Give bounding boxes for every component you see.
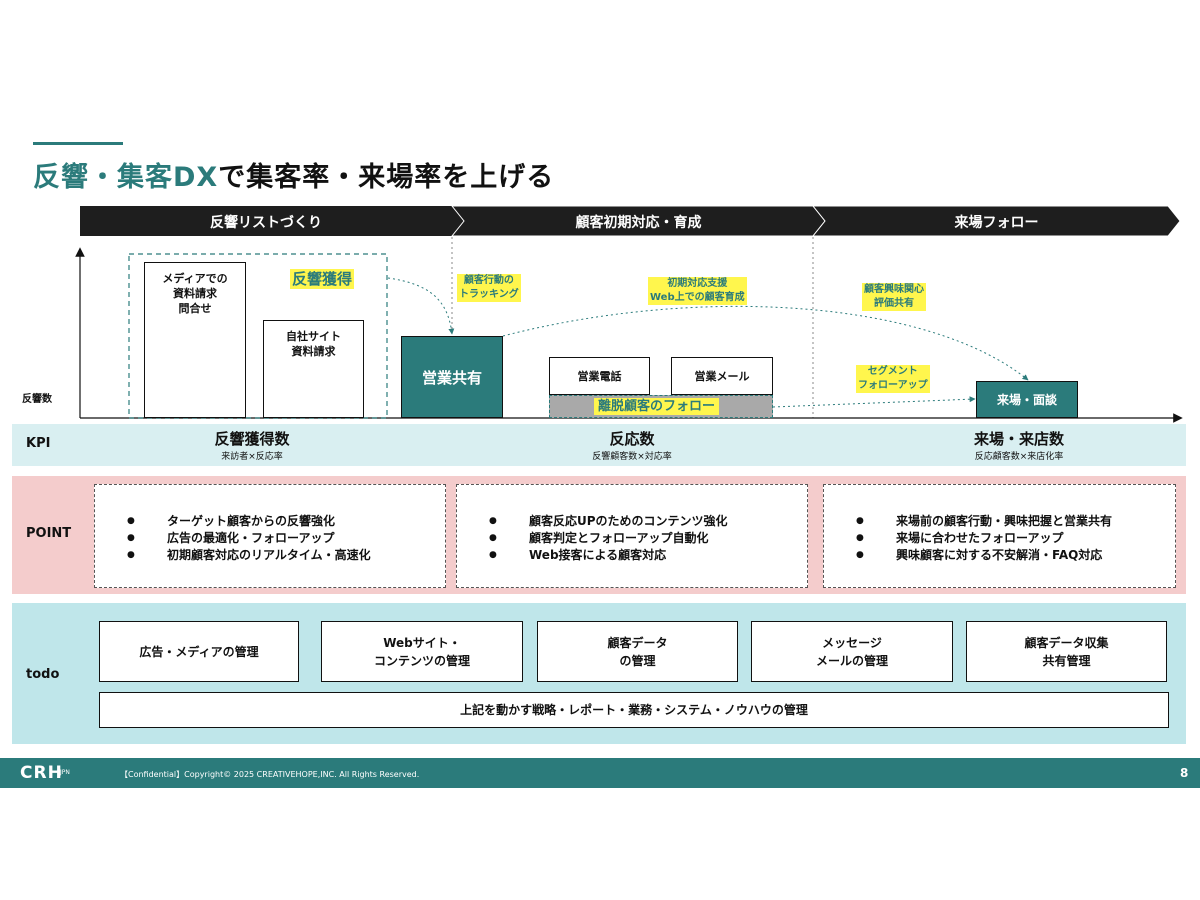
phase-label-2: 顧客初期対応・育成 xyxy=(575,215,702,231)
kpi-sub: 反響顧客数×対応率 xyxy=(592,452,672,462)
page-number: 8 xyxy=(1180,766,1189,780)
point-item: 顧客反応UPのためのコンテンツ強化 xyxy=(489,513,728,530)
point-box-2: 顧客反応UPのためのコンテンツ強化 顧客判定とフォローアップ自動化 Web接客に… xyxy=(456,484,808,588)
kpi-title: 反響獲得数 xyxy=(214,430,290,448)
point-item: 来場に合わせたフォローアップ xyxy=(856,530,1112,547)
todo-item-website: Webサイト・ コンテンツの管理 xyxy=(321,621,523,682)
todo-bottom-bar: 上記を動かす戦略・レポート・業務・システム・ノウハウの管理 xyxy=(99,692,1169,728)
footer-logo: CRH xyxy=(20,763,63,783)
connector-response-to-sales xyxy=(387,277,455,335)
point-item: 顧客判定とフォローアップ自動化 xyxy=(489,530,728,547)
kpi-sub: 反応顧客数×来店化率 xyxy=(974,452,1064,462)
point-box-1: ターゲット顧客からの反響強化 広告の最適化・フォローアップ 初期顧客対応のリアル… xyxy=(94,484,446,588)
todo-item-message-mail: メッセージ メールの管理 xyxy=(751,621,953,682)
y-axis-label: 反響数 xyxy=(22,394,52,405)
point-item: 興味顧客に対する不安解消・FAQ対応 xyxy=(856,547,1112,564)
flow-diagram xyxy=(75,205,1183,423)
connector-sales-to-visit xyxy=(502,305,1029,381)
connector-churn-to-visit xyxy=(772,396,976,408)
footer-logo-sub: JPN xyxy=(60,769,70,776)
phase-label-3: 来場フォロー xyxy=(954,215,1039,231)
point-label: POINT xyxy=(26,526,72,541)
point-item: 初期顧客対応のリアルタイム・高速化 xyxy=(127,547,371,564)
phase-arrow-1 xyxy=(80,206,464,236)
point-box-3: 来場前の顧客行動・興味把握と営業共有 来場に合わせたフォローアップ 興味顧客に対… xyxy=(823,484,1176,588)
kpi-item-2: 反応数 反響顧客数×対応率 xyxy=(532,428,732,462)
kpi-title: 来場・来店数 xyxy=(973,430,1064,448)
todo-item-data-collection: 顧客データ収集 共有管理 xyxy=(966,621,1167,682)
point-item: 来場前の顧客行動・興味把握と営業共有 xyxy=(856,513,1112,530)
kpi-label: KPI xyxy=(26,436,51,451)
kpi-title: 反応数 xyxy=(609,430,655,448)
todo-item-customer-data: 顧客データ の管理 xyxy=(537,621,738,682)
churn-follow-highlight: 離脱顧客のフォロー xyxy=(594,398,720,415)
phase-label-1: 反響リストづくり xyxy=(210,215,322,231)
kpi-item-3: 来場・来店数 反応顧客数×来店化率 xyxy=(919,428,1119,462)
kpi-band xyxy=(12,424,1186,466)
page-title-accent: 反響・集客DX xyxy=(33,162,219,193)
segment-follow-highlight: セグメント フォローアップ xyxy=(856,365,930,393)
point-item: Web接客による顧客対応 xyxy=(489,547,728,564)
todo-item-ad-media: 広告・メディアの管理 xyxy=(99,621,299,682)
footer-bar xyxy=(0,758,1200,788)
point-item: ターゲット顧客からの反響強化 xyxy=(127,513,371,530)
initial-support-highlight: 初期対応支援 Web上での顧客育成 xyxy=(648,277,747,305)
kpi-item-1: 反響獲得数 来訪者×反応率 xyxy=(152,428,352,462)
page-title-rest: で集客率・来場率を上げる xyxy=(218,162,555,193)
media-request-box: メディアでの 資料請求 問合せ xyxy=(144,262,246,418)
todo-label: todo xyxy=(26,667,60,682)
response-group-frame xyxy=(128,253,388,419)
sales-phone-box: 営業電話 xyxy=(549,357,650,395)
footer-copyright: 【Confidential】Copyright© 2025 CREATIVEHO… xyxy=(120,770,420,779)
interest-share-highlight: 顧客興味関心 評価共有 xyxy=(862,283,926,311)
phase-arrow-3 xyxy=(811,205,1181,237)
kpi-sub: 来訪者×反応率 xyxy=(221,452,283,462)
sales-mail-box: 営業メール xyxy=(671,357,773,395)
sales-share-box: 営業共有 xyxy=(401,336,503,418)
response-gain-highlight: 反響獲得 xyxy=(290,269,355,289)
title-accent-line xyxy=(33,142,123,145)
page-title: 反響・集客DXで集客率・来場率を上げる xyxy=(33,155,554,194)
tracking-highlight: 顧客行動の トラッキング xyxy=(457,274,521,302)
point-item: 広告の最適化・フォローアップ xyxy=(127,530,371,547)
own-site-request-box: 自社サイト 資料請求 xyxy=(263,320,364,418)
visit-meeting-box: 来場・面談 xyxy=(976,381,1078,418)
